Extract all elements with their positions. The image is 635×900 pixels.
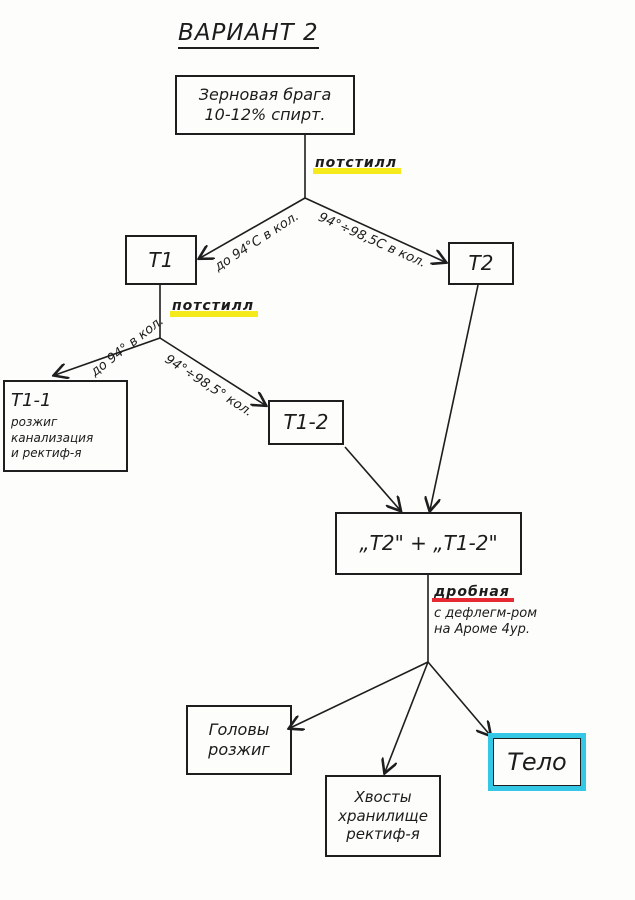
edge-to-t1-2 (159, 337, 265, 405)
node-t2-label: Т2 (468, 251, 494, 275)
node-t2: Т2 (448, 242, 514, 285)
node-heads: Головы розжиг (186, 705, 292, 775)
node-tails-label: Хвосты хранилище ректиф-я (338, 787, 428, 844)
process-label-potstill-1: потстилл (312, 155, 402, 174)
edge-to-t2 (304, 197, 445, 262)
edge-t1-2-combined (344, 446, 400, 510)
edge-t2-combined (430, 284, 479, 510)
node-tails: Хвосты хранилище ректиф-я (325, 775, 441, 857)
node-grain-brew-label: Зерновая брага 10-12% спирт. (198, 85, 332, 124)
node-t1-1: Т1-1 розжиг канализация и ректиф-я (3, 380, 128, 472)
node-body: Тело (488, 733, 586, 791)
node-combined: „Т2" + „Т1-2" (335, 512, 522, 575)
node-heads-label: Головы розжиг (208, 720, 270, 759)
node-combined-label: „Т2" + „Т1-2" (359, 531, 498, 555)
node-t1-1-body: розжиг канализация и ректиф-я (11, 415, 94, 461)
node-body-label: Тело (507, 748, 567, 776)
edge-to-tails (385, 661, 429, 772)
edge-to-t1 (200, 197, 306, 258)
edge-to-heads (290, 661, 429, 728)
page-title: ВАРИАНТ 2 (178, 20, 319, 49)
process-note-fractional: с дефлегм-ром на Ароме 4ур. (434, 606, 538, 638)
edge-to-body (427, 661, 490, 735)
node-t1-2-label: Т1-2 (283, 410, 329, 434)
node-t1-label: Т1 (148, 247, 174, 272)
process-label-fractional: дробная (432, 584, 514, 602)
node-t1: Т1 (125, 235, 197, 285)
node-grain-brew: Зерновая брага 10-12% спирт. (175, 75, 355, 135)
edge-to-t1-1 (55, 337, 161, 375)
node-t1-1-title: Т1-1 (11, 390, 52, 411)
node-t1-2: Т1-2 (268, 400, 344, 445)
process-label-potstill-2: потстилл (169, 298, 259, 317)
